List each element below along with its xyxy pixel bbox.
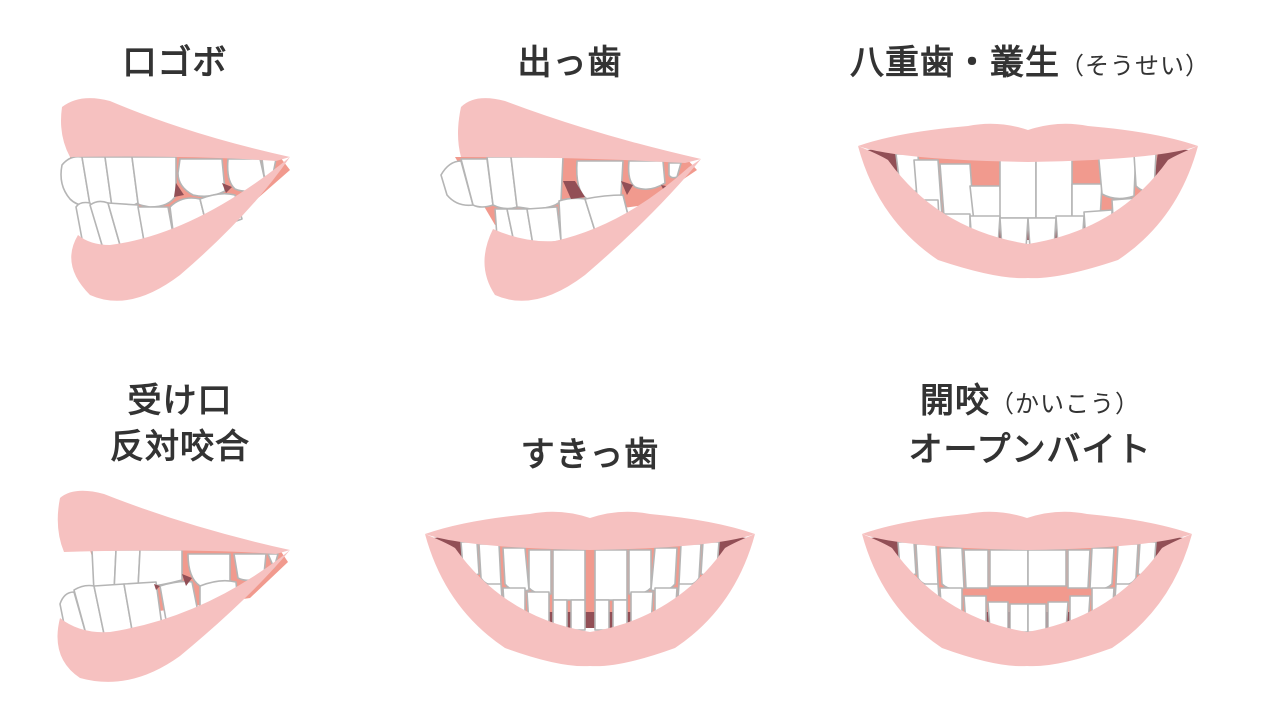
label-kaikou: 開咬（かいこう） オープンバイト [860,378,1200,473]
label-deppa: 出っ歯 [470,40,670,86]
title-yaeba-sousei: 八重歯・叢生 [850,43,1060,83]
reading-kaikou: （かいこう） [990,390,1140,418]
illustration-sukippa-front-mouth [425,511,755,667]
label-kogobo: 口ゴボ [75,40,275,86]
title-kogobo: 口ゴボ [122,43,228,83]
illustration-deppa-side-mouth [440,98,701,301]
subtitle-hantai-kougou: 反対咬合 [110,427,250,467]
title-deppa: 出っ歯 [517,43,623,83]
label-ukeguchi: 受け口 反対咬合 [70,378,290,470]
title-sukippa: すきっ歯 [520,435,660,475]
label-sukippa: すきっ歯 [480,432,700,478]
reading-yaeba-sousei: （そうせい） [1060,52,1210,80]
subtitle-open-bite: オープンバイト [908,430,1152,470]
label-yaeba-sousei: 八重歯・叢生（そうせい） [820,40,1240,89]
illustration-ukeguchi-side-mouth [57,490,290,682]
illustration-kogobo-side-mouth [60,98,290,301]
illustration-yaeba-sousei-front-mouth [858,123,1198,279]
illustration-kaikou-front-mouth [862,511,1192,667]
title-kaikou: 開咬 [920,381,990,421]
title-ukeguchi: 受け口 [127,381,233,421]
